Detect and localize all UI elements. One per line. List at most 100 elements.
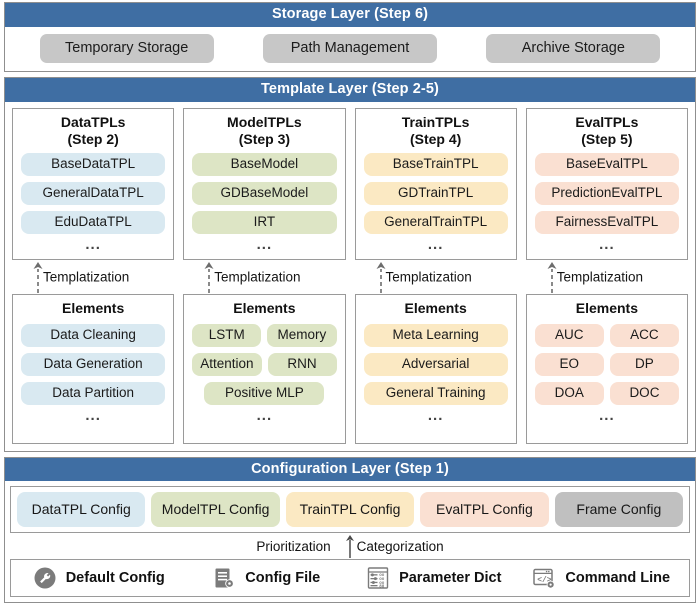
element-chip[interactable]: DOA [534,381,604,406]
modeltpls-ellipsis: ... [256,236,273,254]
traintpls-box: TrainTPLs (Step 4) BaseTrainTPL GDTrainT… [354,107,517,260]
code-window-icon: </> [533,568,555,589]
element-chip[interactable]: ACC [609,323,679,347]
modeltpls-elements-ellipsis: ... [256,407,273,425]
configuration-layer-title: Configuration Layer (Step 1) [5,457,695,481]
element-pair-row: DOA DOC [534,381,679,406]
template-layer-panel: Template Layer (Step 2-5) DataTPLs (Step… [4,77,696,452]
storage-item-archive[interactable]: Archive Storage [486,33,661,63]
templatization-label: Templatization [43,269,130,284]
element-chip[interactable]: Data Cleaning [21,323,166,347]
elements-title: Elements [575,299,638,316]
traintpls-ellipsis: ... [427,236,444,254]
column-datatpls: DataTPLs (Step 2) BaseDataTPL GeneralDat… [12,107,175,444]
datatpls-title-line2: (Step 2) [67,130,119,147]
modeltpls-chip-stack: BaseModel GDBaseModel IRT [192,152,337,235]
traintpls-elements-ellipsis: ... [427,407,444,425]
element-chip[interactable]: DP [609,352,679,376]
template-chip[interactable]: PredictionEvalTPL [534,181,679,205]
traintpls-elements-box: Elements Meta Learning Adversarial Gener… [354,293,517,444]
datatpls-title-line1: DataTPLs [60,113,126,130]
element-chip[interactable]: Memory [267,323,337,347]
template-chip[interactable]: GeneralDataTPL [21,181,166,205]
svg-text:oo: oo [379,574,385,578]
config-chip-evaltpl[interactable]: EvalTPL Config [420,492,549,527]
template-chip[interactable]: BaseEvalTPL [534,152,679,176]
element-pair-row: Attention RNN [192,352,337,376]
element-chip[interactable]: Data Generation [21,352,166,376]
elements-title: Elements [404,299,467,316]
config-chip-datatpl[interactable]: DataTPL Config [17,492,146,527]
templatization-arrow-row: Templatization [183,260,345,294]
evaltpls-elements-stack: AUC ACC EO DP DOA DOC [534,323,679,406]
templatization-arrow-row: Templatization [526,260,688,294]
config-source-file[interactable]: Config File [183,566,351,590]
configuration-layer-body: DataTPL Config ModelTPL Config TrainTPL … [5,481,695,602]
template-chip[interactable]: BaseModel [192,152,337,176]
template-chip[interactable]: IRT [192,211,337,235]
config-chip-modeltpl[interactable]: ModelTPL Config [151,492,280,527]
templatization-up-arrow-icon [547,261,557,293]
element-chip[interactable]: RNN [267,352,337,376]
templatization-arrow-row: Templatization [355,260,517,294]
element-chip[interactable]: Meta Learning [363,323,508,347]
svg-text:</>: </> [538,576,553,585]
evaltpls-ellipsis: ... [599,236,615,254]
template-layer-title: Template Layer (Step 2-5) [5,78,695,102]
element-chip[interactable]: Attention [192,352,262,376]
datatpls-ellipsis: ... [85,236,101,254]
element-chip[interactable]: Data Partition [21,381,166,406]
column-evaltpls: EvalTPLs (Step 5) BaseEvalTPL Prediction… [525,107,688,444]
categorization-label: Categorization [356,538,444,554]
element-chip[interactable]: Positive MLP [204,381,325,406]
storage-item-temporary[interactable]: Temporary Storage [39,33,214,63]
modeltpls-box: ModelTPLs (Step 3) BaseModel GDBaseModel… [183,107,346,260]
element-chip[interactable]: DOC [609,381,679,406]
config-source-row: Default Config Config File [10,559,690,597]
elements-title: Elements [233,299,296,316]
template-chip[interactable]: FairnessEvalTPL [534,211,679,235]
element-pair-row: LSTM Memory [192,323,337,347]
element-chip[interactable]: LSTM [192,323,262,347]
config-source-default[interactable]: Default Config [15,566,183,590]
storage-item-path[interactable]: Path Management [262,33,437,63]
datatpls-elements-stack: Data Cleaning Data Generation Data Parti… [21,323,166,406]
templatization-up-arrow-icon [33,261,43,293]
datatpls-elements-ellipsis: ... [85,407,101,425]
evaltpls-title: EvalTPLs (Step 5) [575,114,638,148]
config-chip-row: DataTPL Config ModelTPL Config TrainTPL … [10,486,690,533]
templatization-label: Templatization [214,269,301,284]
template-chip[interactable]: BaseTrainTPL [363,152,508,176]
template-chip[interactable]: EduDataTPL [21,211,166,235]
templatization-label: Templatization [385,269,472,284]
config-source-label: Parameter Dict [399,570,502,586]
config-source-dict[interactable]: oo oo oo 88 Parameter Dict [350,566,518,590]
config-source-cli[interactable]: </> Command Line [518,566,686,590]
config-chip-traintpl[interactable]: TrainTPL Config [285,492,415,527]
prioritization-categorization-row: Prioritization Categorization [10,533,690,559]
modeltpls-elements-stack: LSTM Memory Attention RNN Positive MLP [192,323,337,406]
evaltpls-elements-box: Elements AUC ACC EO DP DOA DOC [525,293,688,444]
element-chip[interactable]: General Training [363,381,508,406]
evaltpls-title-line2: (Step 5) [581,130,633,147]
template-chip[interactable]: GeneralTrainTPL [363,211,508,235]
datatpls-chip-stack: BaseDataTPL GeneralDataTPL EduDataTPL [21,152,166,235]
config-chip-frame[interactable]: Frame Config [554,492,684,527]
evaltpls-title-line1: EvalTPLs [575,113,639,130]
traintpls-title: TrainTPLs (Step 4) [402,114,470,148]
template-chip[interactable]: BaseDataTPL [21,152,166,176]
evaltpls-box: EvalTPLs (Step 5) BaseEvalTPL Prediction… [525,107,688,260]
template-chip[interactable]: GDBaseModel [192,181,337,205]
element-chip[interactable]: Adversarial [363,352,508,376]
templatization-up-arrow-icon [204,261,214,293]
categorization-up-arrow-icon [346,535,354,558]
element-chip[interactable]: EO [534,352,604,376]
column-modeltpls: ModelTPLs (Step 3) BaseModel GDBaseModel… [183,107,346,444]
evaltpls-chip-stack: BaseEvalTPL PredictionEvalTPL FairnessEv… [534,152,679,235]
template-chip[interactable]: GDTrainTPL [363,181,508,205]
config-source-label: Command Line [565,570,671,586]
evaltpls-elements-ellipsis: ... [599,407,615,425]
element-chip[interactable]: AUC [534,323,604,347]
element-pair-row: AUC ACC [534,323,679,347]
